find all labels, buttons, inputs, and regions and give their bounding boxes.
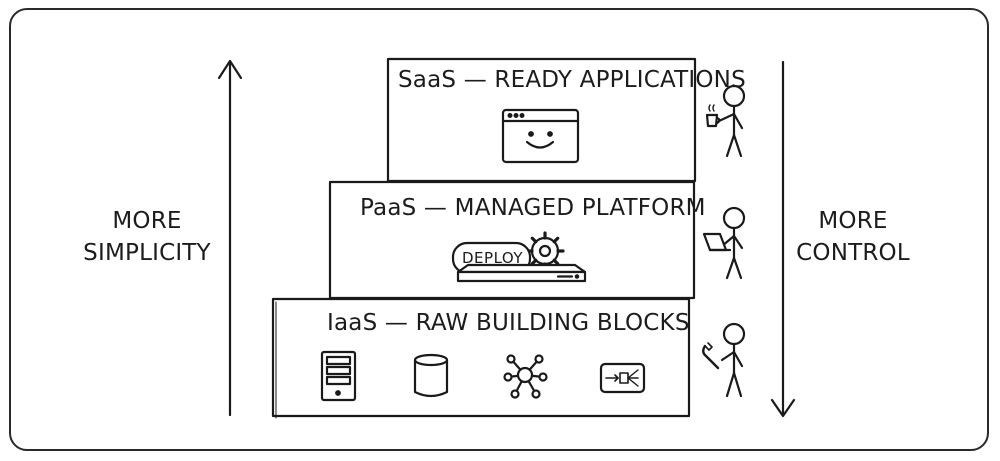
simplicity-arrow-icon <box>217 59 243 417</box>
paas-title: PaaS — MANAGED PLATFORM <box>360 195 706 221</box>
database-cylinder-icon <box>413 353 449 398</box>
network-hub-icon <box>503 354 548 399</box>
deploy-gear-platform-icon <box>451 231 587 283</box>
wrench-person-icon <box>702 322 746 398</box>
control-label: MORE CONTROL <box>796 205 910 269</box>
control-line-2: CONTROL <box>796 240 910 266</box>
control-arrow-icon <box>770 60 796 418</box>
iaas-title: IaaS — RAW BUILDING BLOCKS <box>327 310 690 336</box>
control-line-1: MORE <box>818 208 888 234</box>
load-balancer-icon <box>599 362 646 394</box>
deploy-badge-label: DEPLOY <box>462 249 524 267</box>
coffee-person-icon <box>705 84 746 158</box>
laptop-person-icon <box>702 206 746 280</box>
server-tower-icon <box>320 350 357 402</box>
simplicity-label: MORE SIMPLICITY <box>83 205 211 269</box>
saas-title: SaaS — READY APPLICATIONS <box>398 67 746 93</box>
browser-window-smiley-icon <box>501 108 580 164</box>
simplicity-line-1: MORE <box>112 208 182 234</box>
simplicity-line-2: SIMPLICITY <box>83 240 211 266</box>
